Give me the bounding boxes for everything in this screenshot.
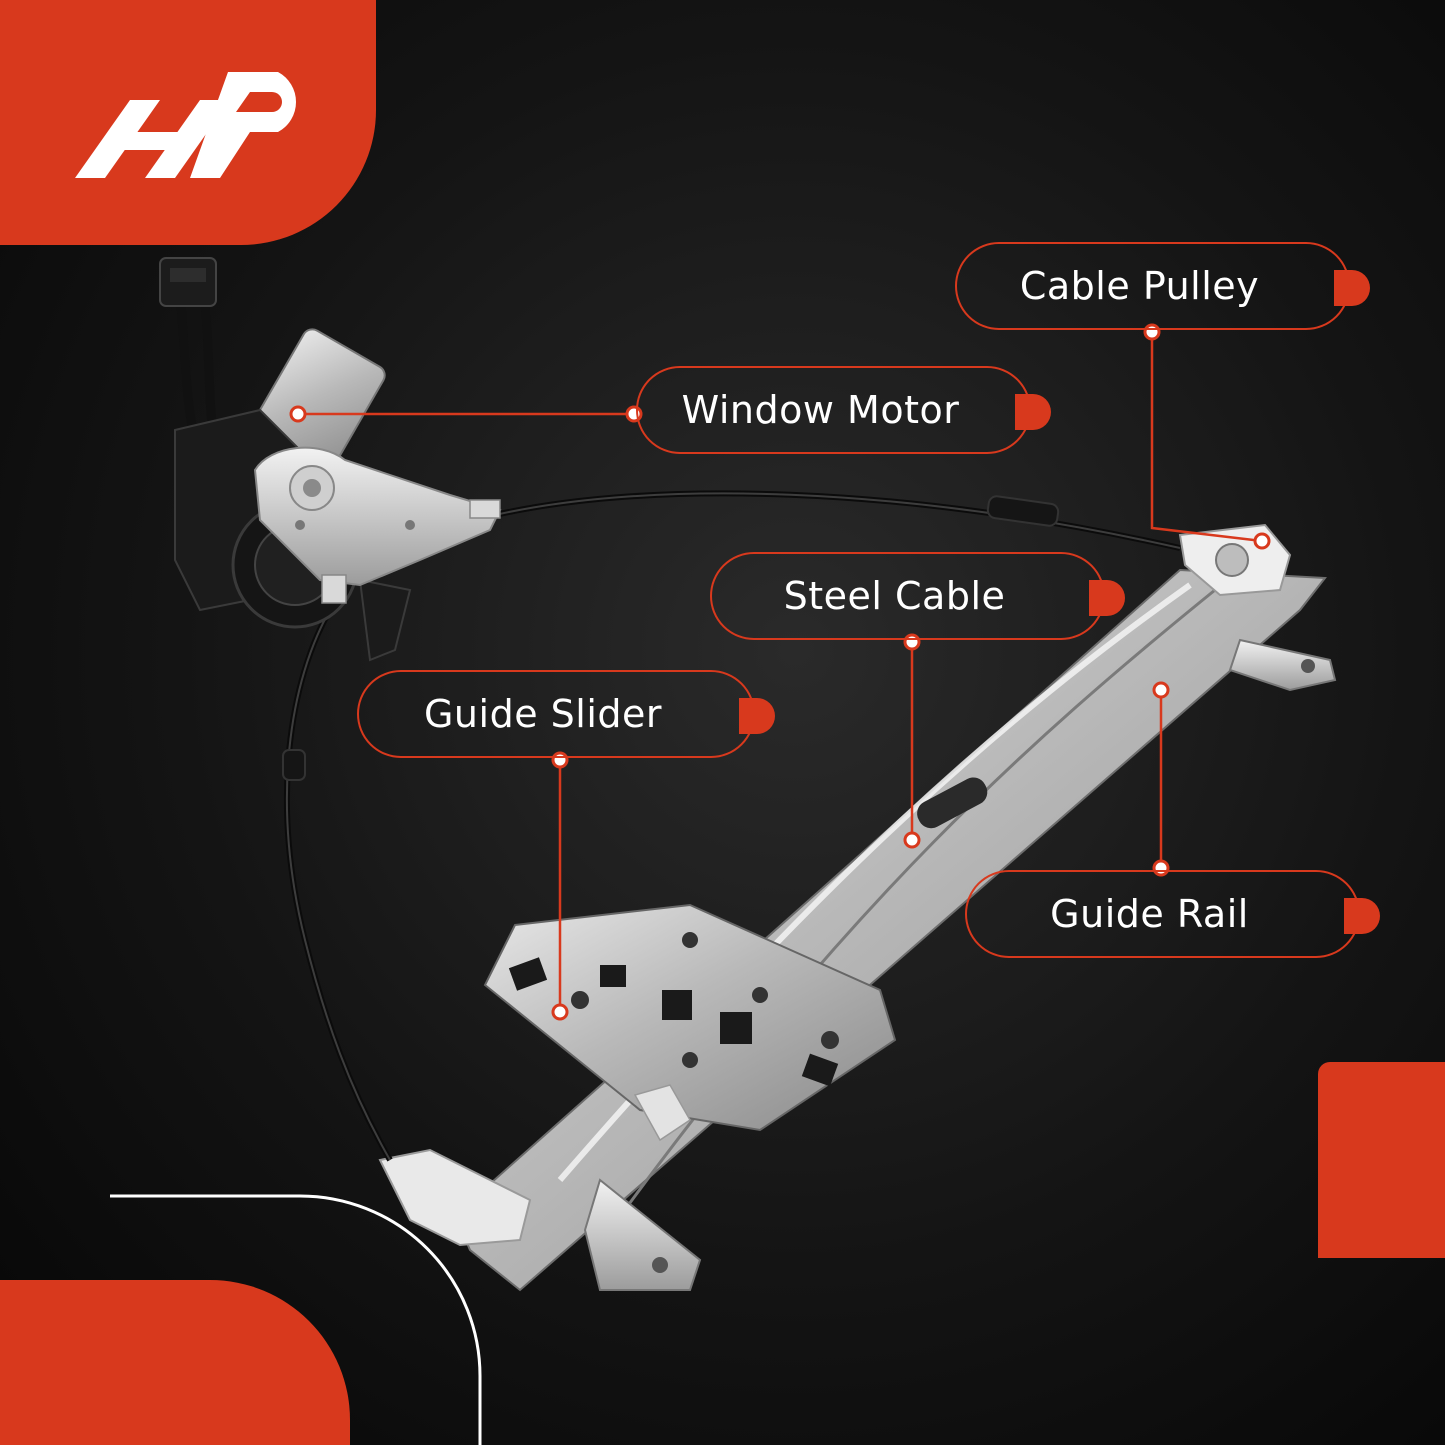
- callout-label: Guide Rail: [1050, 892, 1249, 936]
- callout-label: Guide Slider: [423, 692, 663, 736]
- callout-cap: [1089, 580, 1125, 616]
- corner-shape-bottom-left: [0, 1280, 350, 1445]
- callout-cap: [1015, 394, 1051, 430]
- guide-slider-plate: [378, 903, 897, 1247]
- callout-cap: [1334, 270, 1370, 306]
- callout-cable-pulley: Cable Pulley: [955, 242, 1370, 330]
- callout-label: Cable Pulley: [1019, 264, 1260, 308]
- steel-cable: [282, 490, 1181, 1162]
- brand-logo: [75, 72, 297, 178]
- callout-cap: [739, 698, 775, 734]
- leader-dots: [289, 323, 1271, 1021]
- callout-window-motor: Window Motor: [636, 366, 1051, 454]
- callout-steel-cable: Steel Cable: [710, 552, 1125, 640]
- callout-label: Steel Cable: [783, 574, 1006, 618]
- window-motor: [159, 257, 502, 662]
- corner-shape-right: [1318, 1062, 1445, 1258]
- callout-guide-rail: Guide Rail: [965, 870, 1380, 958]
- corner-outline-bottom-left: [110, 1194, 482, 1445]
- callout-cap: [1344, 898, 1380, 934]
- leader-lines: [298, 332, 1263, 1012]
- callout-label: Window Motor: [681, 388, 960, 432]
- callout-guide-slider: Guide Slider: [357, 670, 775, 758]
